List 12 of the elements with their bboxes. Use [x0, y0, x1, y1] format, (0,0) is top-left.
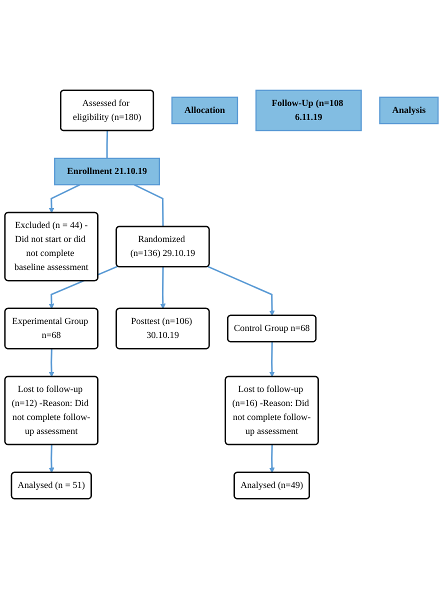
arrow — [48, 184, 80, 214]
node-box: Follow-Up (n=108 6.11.19 — [255, 90, 362, 132]
node-box: Enrollment 21.10.19 — [54, 158, 160, 186]
arrow — [48, 444, 54, 473]
arrow — [160, 266, 166, 309]
node-box: Analysis — [379, 96, 439, 124]
arrow — [269, 342, 275, 378]
arrow — [269, 444, 275, 473]
node-box: Allocation — [171, 96, 238, 124]
arrow — [208, 266, 275, 316]
arrow — [48, 348, 54, 378]
connector — [106, 130, 108, 158]
